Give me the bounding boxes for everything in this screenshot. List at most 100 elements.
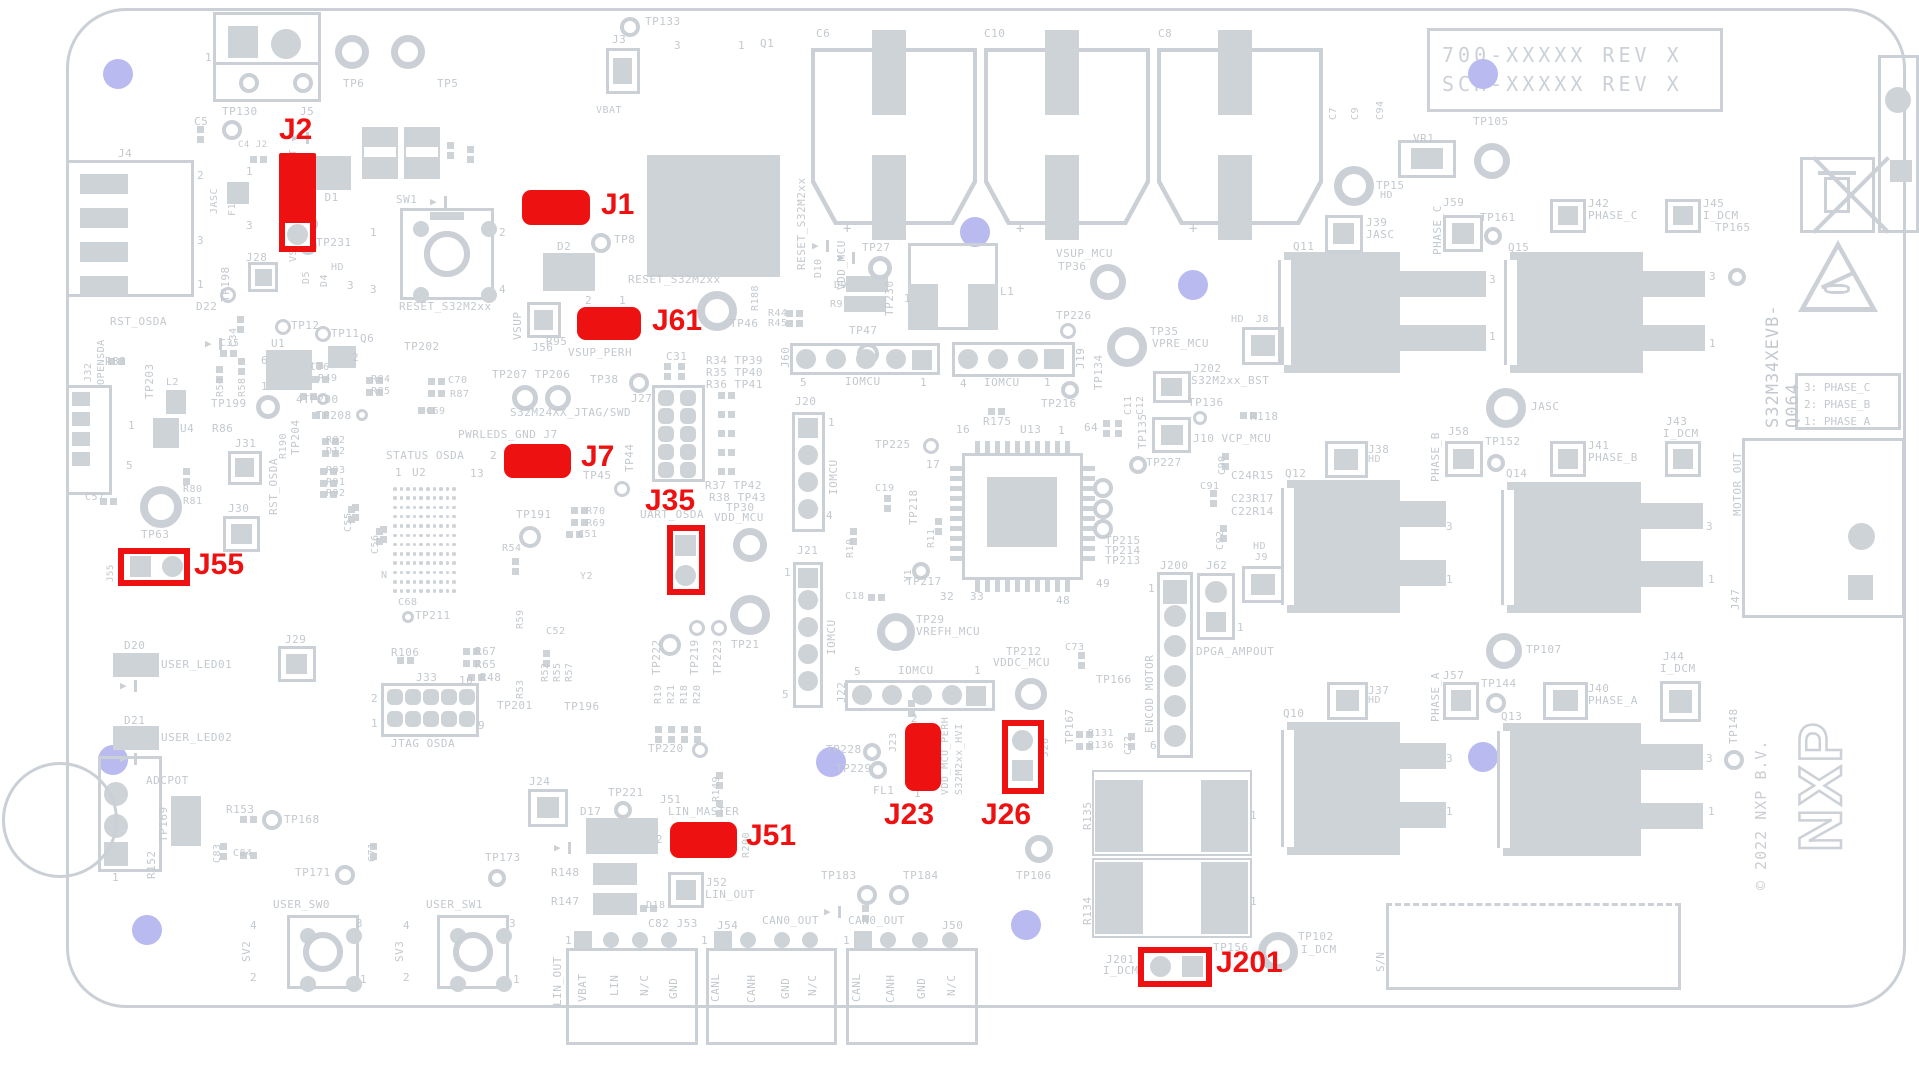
- component-body: [1095, 780, 1143, 852]
- test-point-ring: [317, 393, 329, 405]
- test-point-ring: [877, 613, 915, 651]
- cap-band: [364, 147, 396, 157]
- bga-ball: [439, 505, 443, 510]
- bga-ball: [432, 496, 437, 500]
- silk-label: CANH: [745, 974, 758, 1004]
- bga-ball: [432, 505, 437, 510]
- mosfet-pin: [1641, 803, 1703, 829]
- passive-pad: [467, 146, 474, 153]
- header-pad-square: [798, 418, 818, 438]
- bga-ball: [445, 552, 450, 556]
- silk-label: N/C: [806, 974, 819, 996]
- passive-pad: [118, 358, 125, 365]
- silk-label: PHASE_A: [1588, 694, 1638, 707]
- silk-label: C56: [370, 534, 381, 554]
- bga-ball: [419, 570, 423, 575]
- component-outline: [287, 915, 359, 989]
- red-jumper-label-J1: J1: [601, 188, 635, 221]
- jumper-pad-square: [130, 556, 151, 577]
- header-pad-square: [574, 931, 592, 949]
- silk-label: 1: [1709, 337, 1717, 350]
- mosfet-pin: [1400, 802, 1446, 828]
- test-point-ring: [1724, 750, 1744, 770]
- silk-label: TP63: [141, 528, 170, 541]
- header-pad-square: [966, 686, 986, 706]
- bga-ball: [406, 514, 410, 519]
- bga-ball: [399, 570, 404, 575]
- square-jumper-pad: [534, 310, 553, 330]
- component-body: [72, 452, 90, 466]
- silk-label: C7: [1328, 106, 1339, 120]
- silk-label: 4: [296, 393, 304, 406]
- silk-label: J55: [106, 564, 116, 582]
- test-point-ring: [1728, 268, 1746, 286]
- silk-label: 6: [1150, 739, 1158, 752]
- component-body: [586, 818, 658, 854]
- passive-pad: [100, 498, 107, 505]
- silk-label: TP102: [1298, 930, 1334, 943]
- silk-label: F1: [227, 202, 238, 216]
- test-point-ring: [262, 810, 282, 830]
- passive-pad: [694, 726, 701, 733]
- legend-item: 3: PHASE_C: [1804, 381, 1871, 394]
- square-jumper: [1550, 199, 1586, 233]
- silk-label: N: [381, 570, 388, 581]
- silk-label: 1: [197, 278, 205, 291]
- cap-terminal: [1045, 30, 1079, 115]
- silk-label: J45: [1703, 197, 1725, 210]
- component-outline: [706, 948, 837, 1045]
- silk-label: GND: [667, 977, 680, 999]
- test-point-ring: [1258, 932, 1298, 972]
- silk-label: R83: [105, 355, 127, 368]
- silk-label: R147: [551, 895, 580, 908]
- silk-label: VBAT: [596, 105, 623, 116]
- passive-pad: [366, 377, 373, 384]
- bga-ball: [426, 524, 430, 528]
- bga-ball: [406, 580, 410, 584]
- bga-ball: [412, 533, 417, 537]
- component-outline: [1878, 55, 1919, 233]
- header-pad-circle: [856, 349, 876, 369]
- silk-label: 3: [246, 219, 254, 232]
- header-pad: [459, 711, 475, 727]
- silk-label: VPRE_MCU: [1152, 337, 1209, 350]
- silk-label: +: [1016, 221, 1025, 237]
- silk-label: C24R15: [1231, 469, 1274, 482]
- silk-label: 16: [956, 423, 971, 436]
- component-body: [1890, 160, 1912, 182]
- silk-label: TP130: [222, 105, 258, 118]
- silk-label: J52: [706, 876, 728, 889]
- test-point-ring: [1107, 327, 1147, 367]
- bga-ball: [452, 505, 456, 510]
- square-jumper: [1550, 441, 1586, 477]
- bga-ball: [399, 514, 404, 519]
- bga-ball: [452, 533, 456, 537]
- mosfet-body: [1287, 480, 1400, 613]
- silk-label: J44: [1663, 650, 1685, 663]
- silk-label: 5: [126, 459, 134, 472]
- bga-ball: [426, 533, 430, 537]
- silk-label: TP214: [1105, 544, 1141, 557]
- silk-label: J5: [300, 105, 315, 118]
- test-point-ring: [1061, 381, 1079, 399]
- passive-pad: [468, 674, 475, 681]
- test-point-ring: [889, 885, 909, 905]
- passive-pad: [543, 660, 550, 667]
- bga-ball: [439, 580, 443, 584]
- silk-label: R135: [1081, 801, 1094, 831]
- silk-label: J202: [1193, 362, 1222, 375]
- test-point-ring: [711, 620, 727, 636]
- silk-label: TP227: [1146, 456, 1182, 469]
- diode-icon: ▶: [554, 842, 571, 854]
- passive-pad: [237, 316, 244, 323]
- bga-ball: [406, 589, 410, 593]
- mounting-hole: [960, 217, 990, 247]
- silk-label: 1: [701, 934, 709, 947]
- square-jumper: [1398, 140, 1456, 178]
- bga-ball: [393, 561, 397, 565]
- cap-terminal: [872, 155, 906, 240]
- silk-label: 1: [360, 973, 368, 986]
- silk-label: VSUP_PERH: [568, 346, 633, 359]
- silk-label: R37 TP42: [705, 479, 762, 492]
- silk-label: 2: [656, 833, 664, 846]
